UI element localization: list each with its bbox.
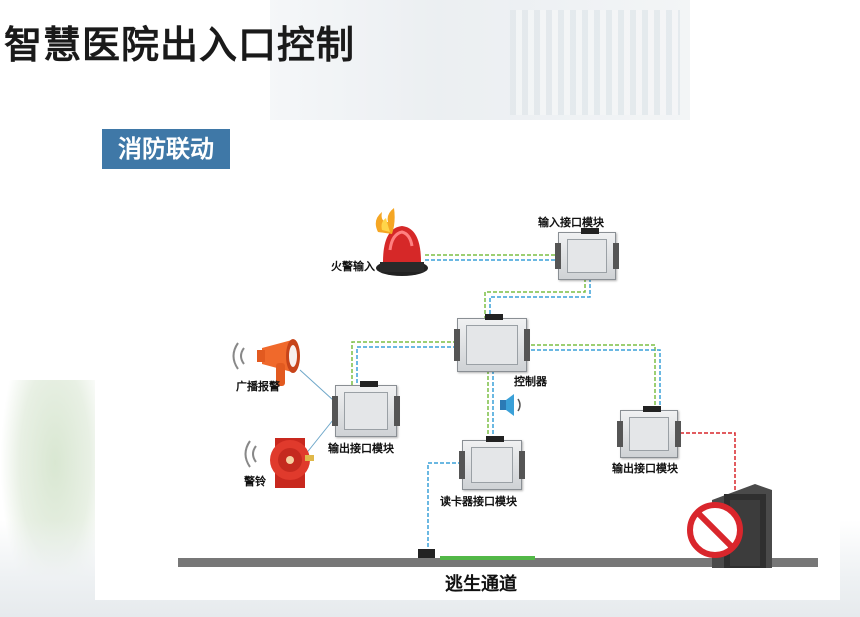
- label-escape-route: 逃生通道: [445, 574, 517, 595]
- floor-line: [178, 558, 818, 567]
- page-title: 智慧医院出入口控制: [4, 23, 356, 67]
- input-interface-module: [555, 228, 619, 280]
- cable-to-megaphone: [299, 369, 334, 401]
- cable-fire-to-input: [425, 254, 560, 261]
- label-output-module-left: 输出接口模块: [328, 442, 394, 455]
- card-reader-interface-module: [459, 436, 525, 490]
- label-card-reader-module: 读卡器接口模块: [440, 495, 517, 508]
- cable-output-to-door: [680, 432, 736, 490]
- label-broadcast-alarm: 广播报警: [236, 380, 280, 393]
- cable-controller-to-left-output: [351, 341, 457, 385]
- label-bell: 警铃: [244, 475, 266, 488]
- cable-controller-to-right-output: [525, 344, 661, 410]
- label-output-module-right: 输出接口模块: [612, 462, 678, 475]
- controller-module: [454, 314, 530, 372]
- background-building: [270, 0, 690, 120]
- label-controller: 控制器: [514, 375, 547, 388]
- output-interface-module-right: [617, 406, 681, 458]
- label-fire-alarm-input: 火警输入: [331, 260, 375, 273]
- speaker-icon: [500, 394, 521, 416]
- output-interface-module-left: [332, 381, 400, 437]
- no-entry-icon: [687, 502, 743, 558]
- cable-controller-to-reader: [487, 370, 494, 440]
- label-input-module: 输入接口模块: [538, 216, 604, 229]
- bell-icon: [244, 438, 314, 488]
- megaphone-icon: [232, 339, 300, 386]
- cable-reader-to-lock: [427, 462, 462, 552]
- cable-input-to-controller: [484, 278, 591, 318]
- cable-to-bell: [304, 419, 334, 456]
- escape-passage: [440, 556, 535, 560]
- fire-alarm-icon: [375, 208, 428, 276]
- section-badge: 消防联动: [102, 129, 230, 169]
- floor-lock: [418, 549, 435, 558]
